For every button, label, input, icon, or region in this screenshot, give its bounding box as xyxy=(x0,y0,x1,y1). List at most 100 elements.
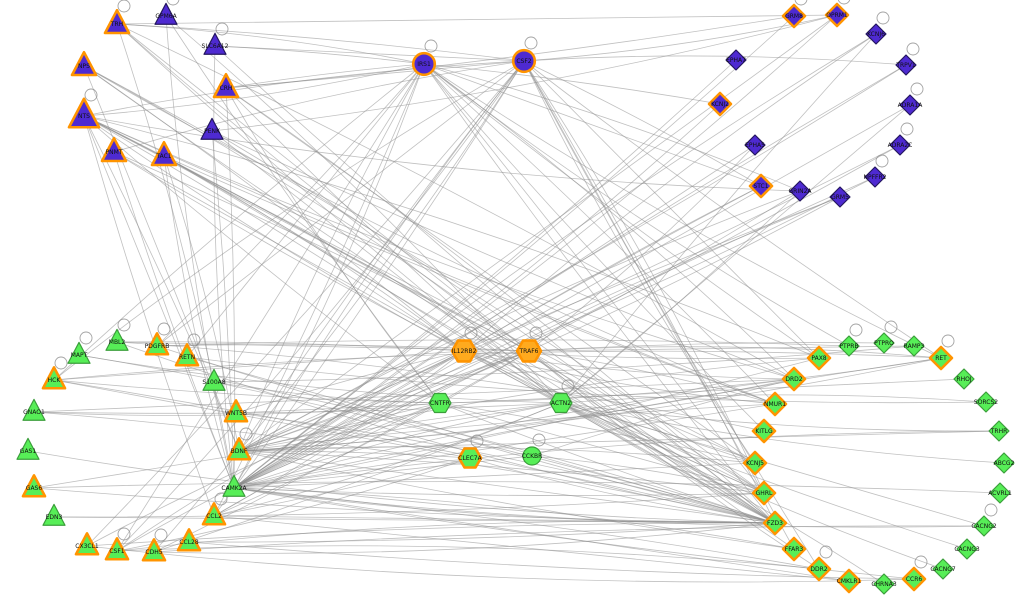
node-GNAO1[interactable]: GNAO1 xyxy=(22,398,46,421)
edge-ACTN2-GNAO1 xyxy=(33,402,562,414)
edge-CSF1-DDR2 xyxy=(116,545,820,570)
node-CRH[interactable]: CRH xyxy=(212,72,240,99)
edge-CDH5-CACNG2 xyxy=(153,525,985,553)
diamond-shape xyxy=(751,418,777,444)
edge-NTS-ACTN2 xyxy=(83,115,562,404)
node-ABCG2[interactable]: ABCG2 xyxy=(993,452,1015,474)
node-KCNJ6[interactable]: KCNJ6 xyxy=(865,23,887,45)
edge-IRS1-NMUR1 xyxy=(423,63,776,405)
node-CACNG3[interactable]: CACNG3 xyxy=(954,538,980,560)
node-PTPRO[interactable]: PTPRO xyxy=(873,332,895,354)
triangle-shape xyxy=(22,398,46,421)
triangle-shape xyxy=(176,528,202,552)
edge-BDNF-RET xyxy=(238,357,942,452)
node-ACVRL1[interactable]: ACVRL1 xyxy=(988,482,1012,504)
edge-FZD3-HCK xyxy=(53,379,776,524)
node-PENK[interactable]: PENK xyxy=(200,117,224,140)
node-GAS6[interactable]: GAS6 xyxy=(21,474,47,498)
edge-CRH-IRS1 xyxy=(225,63,425,89)
node-CX3CL1[interactable]: CX3CL1 xyxy=(74,532,100,556)
diamond-shape xyxy=(806,556,832,582)
self-loop-SLC6A12 xyxy=(215,22,229,36)
node-ACTN2[interactable]: ACTN2 xyxy=(549,392,573,414)
triangle-shape xyxy=(67,341,91,364)
node-EPHA7[interactable]: EPHA7 xyxy=(725,49,747,71)
edge-TRH-CAMK2A xyxy=(116,23,235,489)
triangle-shape xyxy=(226,437,252,461)
edge-PNMT-FZD3 xyxy=(113,151,776,524)
node-HCK[interactable]: HCK xyxy=(41,366,67,390)
node-MAPT[interactable]: MAPT xyxy=(67,341,91,364)
edge-PNMT-GHRL xyxy=(113,151,765,494)
triangle-shape xyxy=(222,474,246,497)
edge-IRS1-RET xyxy=(423,63,942,359)
node-GRM5[interactable]: GRM5 xyxy=(829,186,851,208)
node-GPM6A[interactable]: GPM6A xyxy=(154,2,178,25)
edge-IRS1-GRIN2A xyxy=(423,63,801,192)
node-OPRM1[interactable]: OPRM1 xyxy=(824,2,850,28)
triangle-shape xyxy=(201,502,227,526)
node-KCNJ5[interactable]: KCNJ5 xyxy=(742,450,768,476)
node-CCKBR[interactable]: CCKBR xyxy=(522,446,543,466)
node-CCR6[interactable]: CCR6 xyxy=(901,566,927,592)
edge-CAMK2A-DRD2 xyxy=(233,378,795,489)
node-TRAF6[interactable]: TRAF6 xyxy=(515,339,543,363)
node-RHOJ[interactable]: RHOJ xyxy=(953,368,975,390)
node-CACNG7[interactable]: CACNG7 xyxy=(930,558,956,580)
diamond-shape xyxy=(806,345,832,371)
edge-CSF2-TRPV1 xyxy=(523,55,907,66)
triangle-shape xyxy=(223,399,249,423)
node-TRH[interactable]: TRH xyxy=(103,8,131,35)
edge-CAMK2A-KCNJ5 xyxy=(233,462,756,489)
diamond-shape xyxy=(707,91,733,117)
node-MBL2[interactable]: MBL2 xyxy=(105,328,129,351)
edge-NTS-IRS1 xyxy=(83,63,425,117)
node-RAMP3[interactable]: RAMP3 xyxy=(903,335,925,357)
node-IRS1[interactable]: IRS1 xyxy=(411,51,437,77)
diamond-shape xyxy=(993,452,1015,474)
triangle-shape xyxy=(203,32,227,55)
self-loop-ADRA1A xyxy=(910,82,924,96)
diamond-shape xyxy=(988,420,1010,442)
edge-IRS1-CAMK2A xyxy=(233,63,425,489)
self-loop-IL12RB2 xyxy=(464,326,478,340)
node-NPFFR2[interactable]: NPFFR2 xyxy=(864,166,887,188)
triangle-shape xyxy=(16,437,40,460)
node-TRPV1[interactable]: TRPV1 xyxy=(895,54,917,76)
edge-IRS1-DRD2 xyxy=(423,63,795,380)
node-NPS[interactable]: NPS xyxy=(70,50,98,77)
edge-TRAF6-DDR2 xyxy=(528,350,820,570)
edge-IL12RB2-FZD3 xyxy=(463,350,776,524)
node-RET[interactable]: RET xyxy=(928,345,954,371)
node-IL12RB2[interactable]: IL12RB2 xyxy=(450,339,478,363)
node-CLEC7A[interactable]: CLEC7A xyxy=(457,447,483,469)
edge-CAMK2A-FFAR3 xyxy=(233,487,795,550)
edge-CNTFR-KCNJ5 xyxy=(439,402,756,464)
diamond-shape xyxy=(748,173,774,199)
node-GAS1[interactable]: GAS1 xyxy=(16,437,40,460)
node-CNTFR[interactable]: CNTFR xyxy=(428,392,452,414)
node-SORCS2[interactable]: SORCS2 xyxy=(974,391,998,413)
edge-FZD3-MAPT xyxy=(78,354,776,524)
node-CSF2[interactable]: CSF2 xyxy=(511,48,537,74)
node-NTS[interactable]: NTS xyxy=(67,97,101,129)
ellipse-shape xyxy=(522,446,542,466)
edge-IRS1-KCNJ2 xyxy=(423,63,721,105)
self-loop-ADRA2C xyxy=(900,122,914,136)
edge-CNTFR-FZD3 xyxy=(439,402,776,524)
edge-GPM6A-CAMK2A xyxy=(165,15,235,489)
node-ADRA2C[interactable]: ADRA2C xyxy=(888,134,913,156)
triangle-shape xyxy=(212,72,240,99)
triangle-shape xyxy=(154,2,178,25)
edge-TRH-ACTN2 xyxy=(116,23,562,404)
node-SLC6A12[interactable]: SLC6A12 xyxy=(202,32,229,55)
node-PTPRB[interactable]: PTPRB xyxy=(838,335,860,357)
triangle-shape xyxy=(144,332,170,356)
node-TRHR[interactable]: TRHR xyxy=(988,420,1010,442)
node-CACNG2[interactable]: CACNG2 xyxy=(971,515,997,537)
edge-NTS-CAMK2A xyxy=(83,115,235,489)
node-EDN3[interactable]: EDN3 xyxy=(42,503,66,526)
diamond-shape xyxy=(725,49,747,71)
